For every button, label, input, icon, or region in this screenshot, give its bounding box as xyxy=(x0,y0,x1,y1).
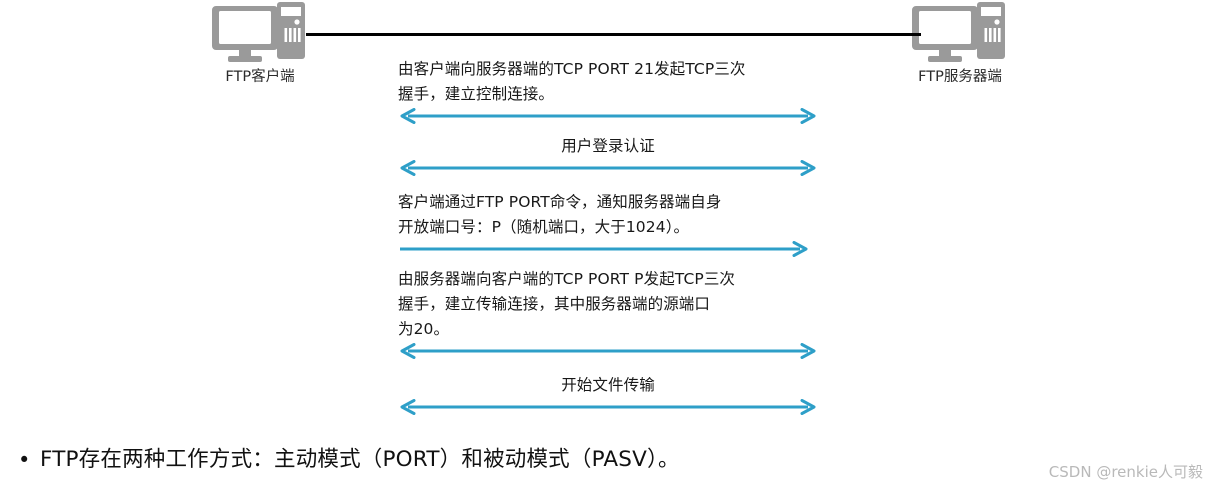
message-label: 开始文件传输 xyxy=(561,376,655,394)
node-ftp-server: FTP服务器端 xyxy=(900,2,1020,86)
bullet-text: FTP存在两种工作方式：主动模式（PORT）和被动模式（PASV）。 xyxy=(40,447,680,472)
message-label: 由客户端向服务器端的TCP PORT 21发起TCP三次 握手，建立控制连接。 xyxy=(398,60,746,103)
watermark: CSDN @renkie人可毅 xyxy=(1048,463,1203,481)
message-row-3: 客户端通过FTP PORT命令，通知服务器端自身 开放端口号：P（随机端口，大于… xyxy=(398,190,810,257)
message-label: 用户登录认证 xyxy=(561,137,655,155)
node-label: FTP服务器端 xyxy=(918,69,1002,85)
computer-icon xyxy=(212,2,305,62)
bullet-list-item: • FTP存在两种工作方式：主动模式（PORT）和被动模式（PASV）。 xyxy=(14,443,914,477)
connection-line xyxy=(306,33,921,36)
message-row-2: 用户登录认证 xyxy=(398,134,818,176)
bidirectional-arrow xyxy=(400,343,816,359)
message-label: 由服务器端向客户端的TCP PORT P发起TCP三次 握手，建立传输连接，其中… xyxy=(398,270,736,338)
bidirectional-arrow xyxy=(400,399,816,415)
rightward-arrow xyxy=(400,241,808,257)
bidirectional-arrow xyxy=(400,160,816,176)
message-label: 客户端通过FTP PORT命令，通知服务器端自身 开放端口号：P（随机端口，大于… xyxy=(398,193,722,236)
computer-icon xyxy=(912,2,1005,62)
bidirectional-arrow xyxy=(400,108,816,124)
node-label: FTP客户端 xyxy=(225,69,295,85)
message-row-5: 开始文件传输 xyxy=(398,373,818,415)
message-row-4: 由服务器端向客户端的TCP PORT P发起TCP三次 握手，建立传输连接，其中… xyxy=(398,267,818,359)
node-ftp-client: FTP客户端 xyxy=(200,2,320,86)
message-row-1: 由客户端向服务器端的TCP PORT 21发起TCP三次 握手，建立控制连接。 xyxy=(398,57,818,124)
bullet-marker-icon: • xyxy=(18,448,31,472)
